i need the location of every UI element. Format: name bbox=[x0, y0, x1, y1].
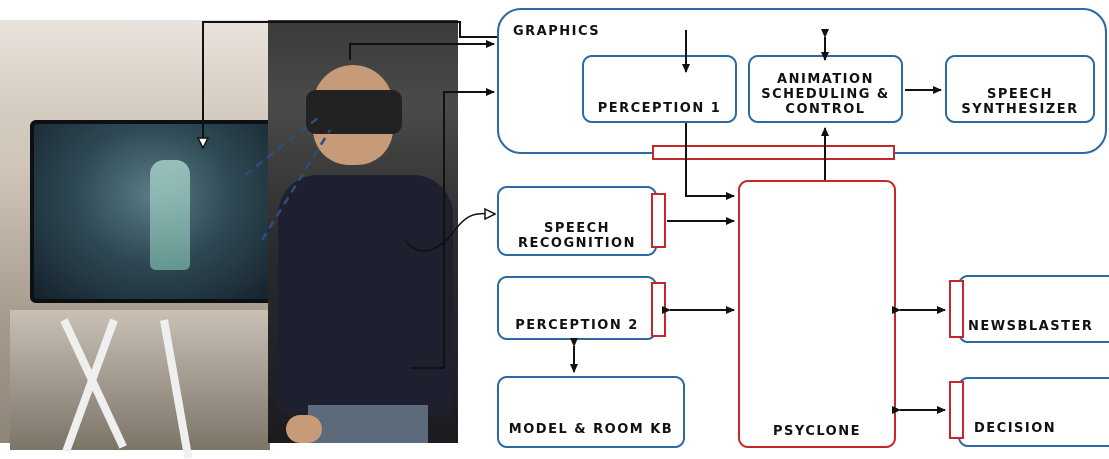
perception2-label: Perception 2 bbox=[515, 318, 639, 333]
speech-synthesizer-label: Speech Synthesizer bbox=[961, 87, 1079, 117]
user-hand bbox=[286, 415, 322, 443]
speech-recognition-module: Speech Recognition bbox=[497, 186, 657, 256]
decision-module: Decision bbox=[958, 377, 1109, 447]
speech-synthesizer-module: Speech Synthesizer bbox=[945, 55, 1095, 123]
model-room-kb-label: Model & Room KB bbox=[508, 422, 674, 437]
user-with-hmd-photo bbox=[268, 20, 458, 443]
perception1-module: Perception 1 bbox=[582, 55, 737, 123]
lab-ceiling bbox=[0, 20, 270, 120]
perception2-module: Perception 2 bbox=[497, 276, 657, 340]
vr-lab-photo bbox=[0, 20, 278, 459]
perception2-port bbox=[651, 282, 666, 337]
perception1-label: Perception 1 bbox=[597, 101, 722, 116]
speech-recognition-port bbox=[651, 193, 666, 248]
psyclone-module: Psyclone bbox=[738, 180, 896, 448]
decision-label: Decision bbox=[974, 421, 1057, 436]
psyclone-label: Psyclone bbox=[772, 424, 861, 439]
user-legs bbox=[308, 405, 428, 443]
animation-module: Animation Scheduling & Control bbox=[748, 55, 903, 123]
newsblaster-module: Newsblaster bbox=[958, 275, 1109, 343]
virtual-character bbox=[150, 160, 190, 270]
newsblaster-label: Newsblaster bbox=[968, 319, 1094, 334]
decision-port bbox=[949, 381, 964, 439]
newsblaster-port bbox=[949, 280, 964, 338]
head-mounted-display bbox=[306, 90, 402, 134]
animation-label: Animation Scheduling & Control bbox=[761, 72, 890, 117]
graphics-label: Graphics bbox=[513, 24, 601, 39]
user-body bbox=[278, 175, 453, 415]
graphics-bus-port bbox=[652, 145, 895, 160]
motion-rig bbox=[10, 310, 270, 450]
model-room-kb-module: Model & Room KB bbox=[497, 376, 685, 448]
speech-recognition-label: Speech Recognition bbox=[517, 221, 636, 251]
